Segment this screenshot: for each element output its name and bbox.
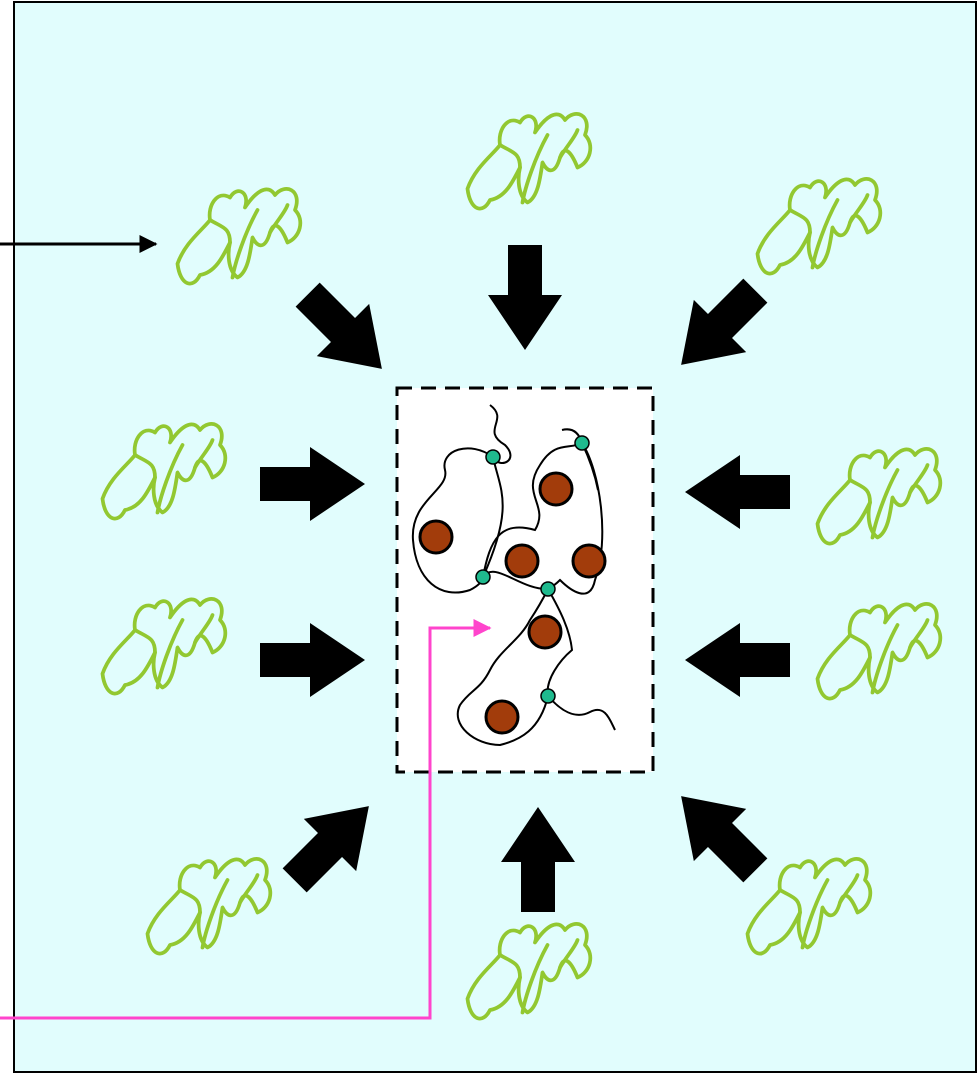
trapped-particles (418, 471, 607, 735)
particle-icon (527, 614, 563, 650)
block-arrow-icon (501, 807, 575, 912)
polymer-chain (482, 456, 504, 578)
pointer-lines (0, 235, 492, 1020)
crosslink-points (475, 435, 590, 704)
crosslink-dot-icon (574, 435, 590, 451)
particle-icon (571, 543, 607, 579)
block-arrow-icon (685, 455, 790, 529)
particle-icon (538, 471, 574, 507)
polymer-chain (547, 695, 616, 731)
crosslink-dot-icon (485, 449, 501, 465)
polymer-chain (547, 442, 604, 595)
gel-pointer-arrow (0, 619, 492, 1020)
block-arrow-icon (681, 278, 768, 365)
crosslink-dot-icon (475, 569, 491, 585)
block-arrow-icon (681, 796, 768, 883)
block-arrow-icon (282, 806, 369, 893)
inward-arrows (260, 245, 790, 912)
crosslink-dot-icon (540, 688, 556, 704)
particle-icon (418, 519, 454, 555)
gel-region-box (395, 386, 655, 774)
crosslink-dot-icon (540, 581, 556, 597)
block-arrow-icon (295, 282, 382, 369)
particle-icon (504, 543, 540, 579)
block-arrow-icon (488, 245, 562, 350)
block-arrow-icon (260, 623, 365, 697)
block-arrow-icon (260, 447, 365, 521)
block-arrow-icon (685, 623, 790, 697)
particle-icon (484, 699, 520, 735)
polymer-chain (456, 588, 574, 747)
